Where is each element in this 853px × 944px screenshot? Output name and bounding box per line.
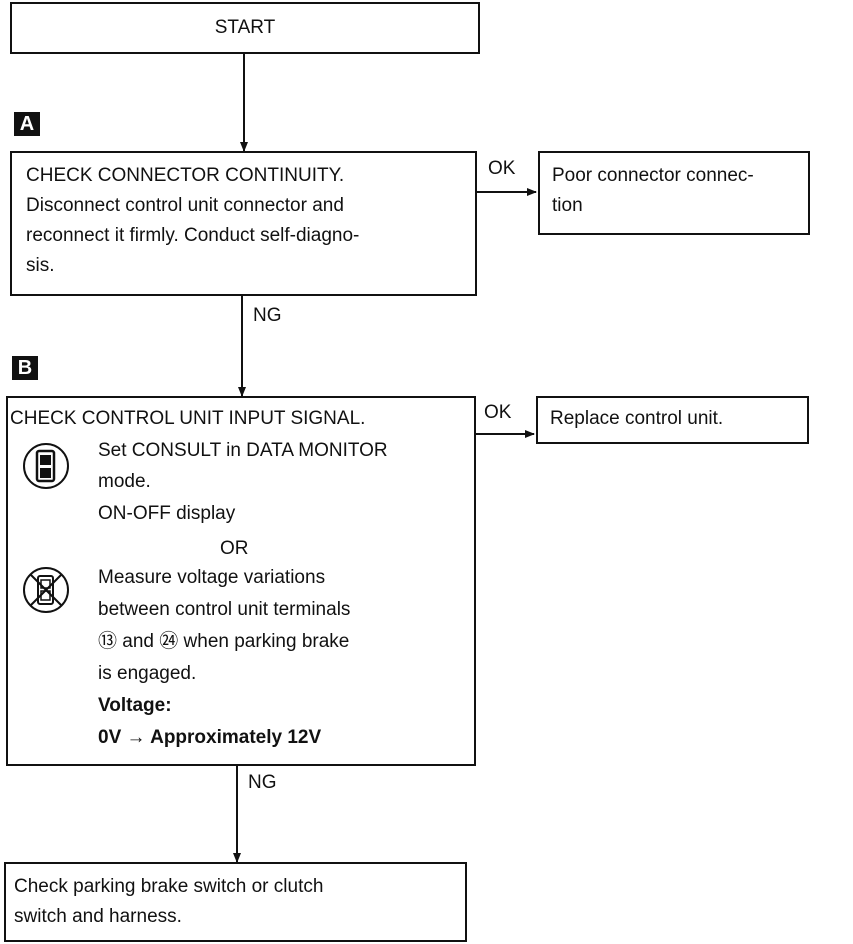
step-a-line-3: reconnect it firmly. Conduct self-diagno… <box>26 225 360 246</box>
consult-line-1: Set CONSULT in DATA MONITOR <box>98 440 388 461</box>
step-a-ok-label: OK <box>488 158 516 179</box>
step-b-ok-result: Replace control unit. <box>550 408 724 429</box>
step-a-box: CHECK CONNECTOR CONTINUITY. Disconnect c… <box>10 151 477 296</box>
start-label: START <box>214 17 276 38</box>
step-a-line-2: Disconnect control unit connector and <box>26 195 344 216</box>
final-line-2: switch and harness. <box>14 906 182 927</box>
consult-line-2: mode. <box>98 471 151 492</box>
no-consult-tester-icon <box>23 567 69 613</box>
step-b-tag: B <box>12 356 38 380</box>
meter-line-2: between control unit terminals <box>98 599 351 620</box>
final-box: Check parking brake switch or clutch swi… <box>4 862 467 942</box>
meter-line-1: Measure voltage variations <box>98 567 326 588</box>
voltage-label: Voltage: <box>98 695 172 716</box>
meter-line-3: ⑬ and ㉔ when parking brake <box>98 631 350 652</box>
start-box: START <box>10 2 480 54</box>
or-label: OR <box>220 538 249 559</box>
step-b-ok-result-box: Replace control unit. <box>536 396 809 444</box>
consult-line-3: ON-OFF display <box>98 503 236 524</box>
step-a-ok-result-line-2: tion <box>552 195 583 216</box>
final-line-1: Check parking brake switch or clutch <box>14 876 324 897</box>
step-a-line-4: sis. <box>26 255 55 276</box>
step-b-title: CHECK CONTROL UNIT INPUT SIGNAL. <box>10 408 366 429</box>
step-a-ok-result-line-1: Poor connector connec- <box>552 165 754 186</box>
consult-tester-icon <box>23 443 69 489</box>
voltage-value: 0V → Approximately 12V <box>98 727 322 748</box>
meter-line-4: is engaged. <box>98 663 197 684</box>
step-b-ng-label: NG <box>248 772 277 793</box>
step-a-ok-result-box: Poor connector connec- tion <box>538 151 810 235</box>
step-b-box: CHECK CONTROL UNIT INPUT SIGNAL. Set CON… <box>6 396 476 766</box>
step-a-ng-label: NG <box>253 305 282 326</box>
step-a-line-1: CHECK CONNECTOR CONTINUITY. <box>26 165 345 186</box>
step-a-tag: A <box>14 112 40 136</box>
step-b-ok-label: OK <box>484 402 512 423</box>
